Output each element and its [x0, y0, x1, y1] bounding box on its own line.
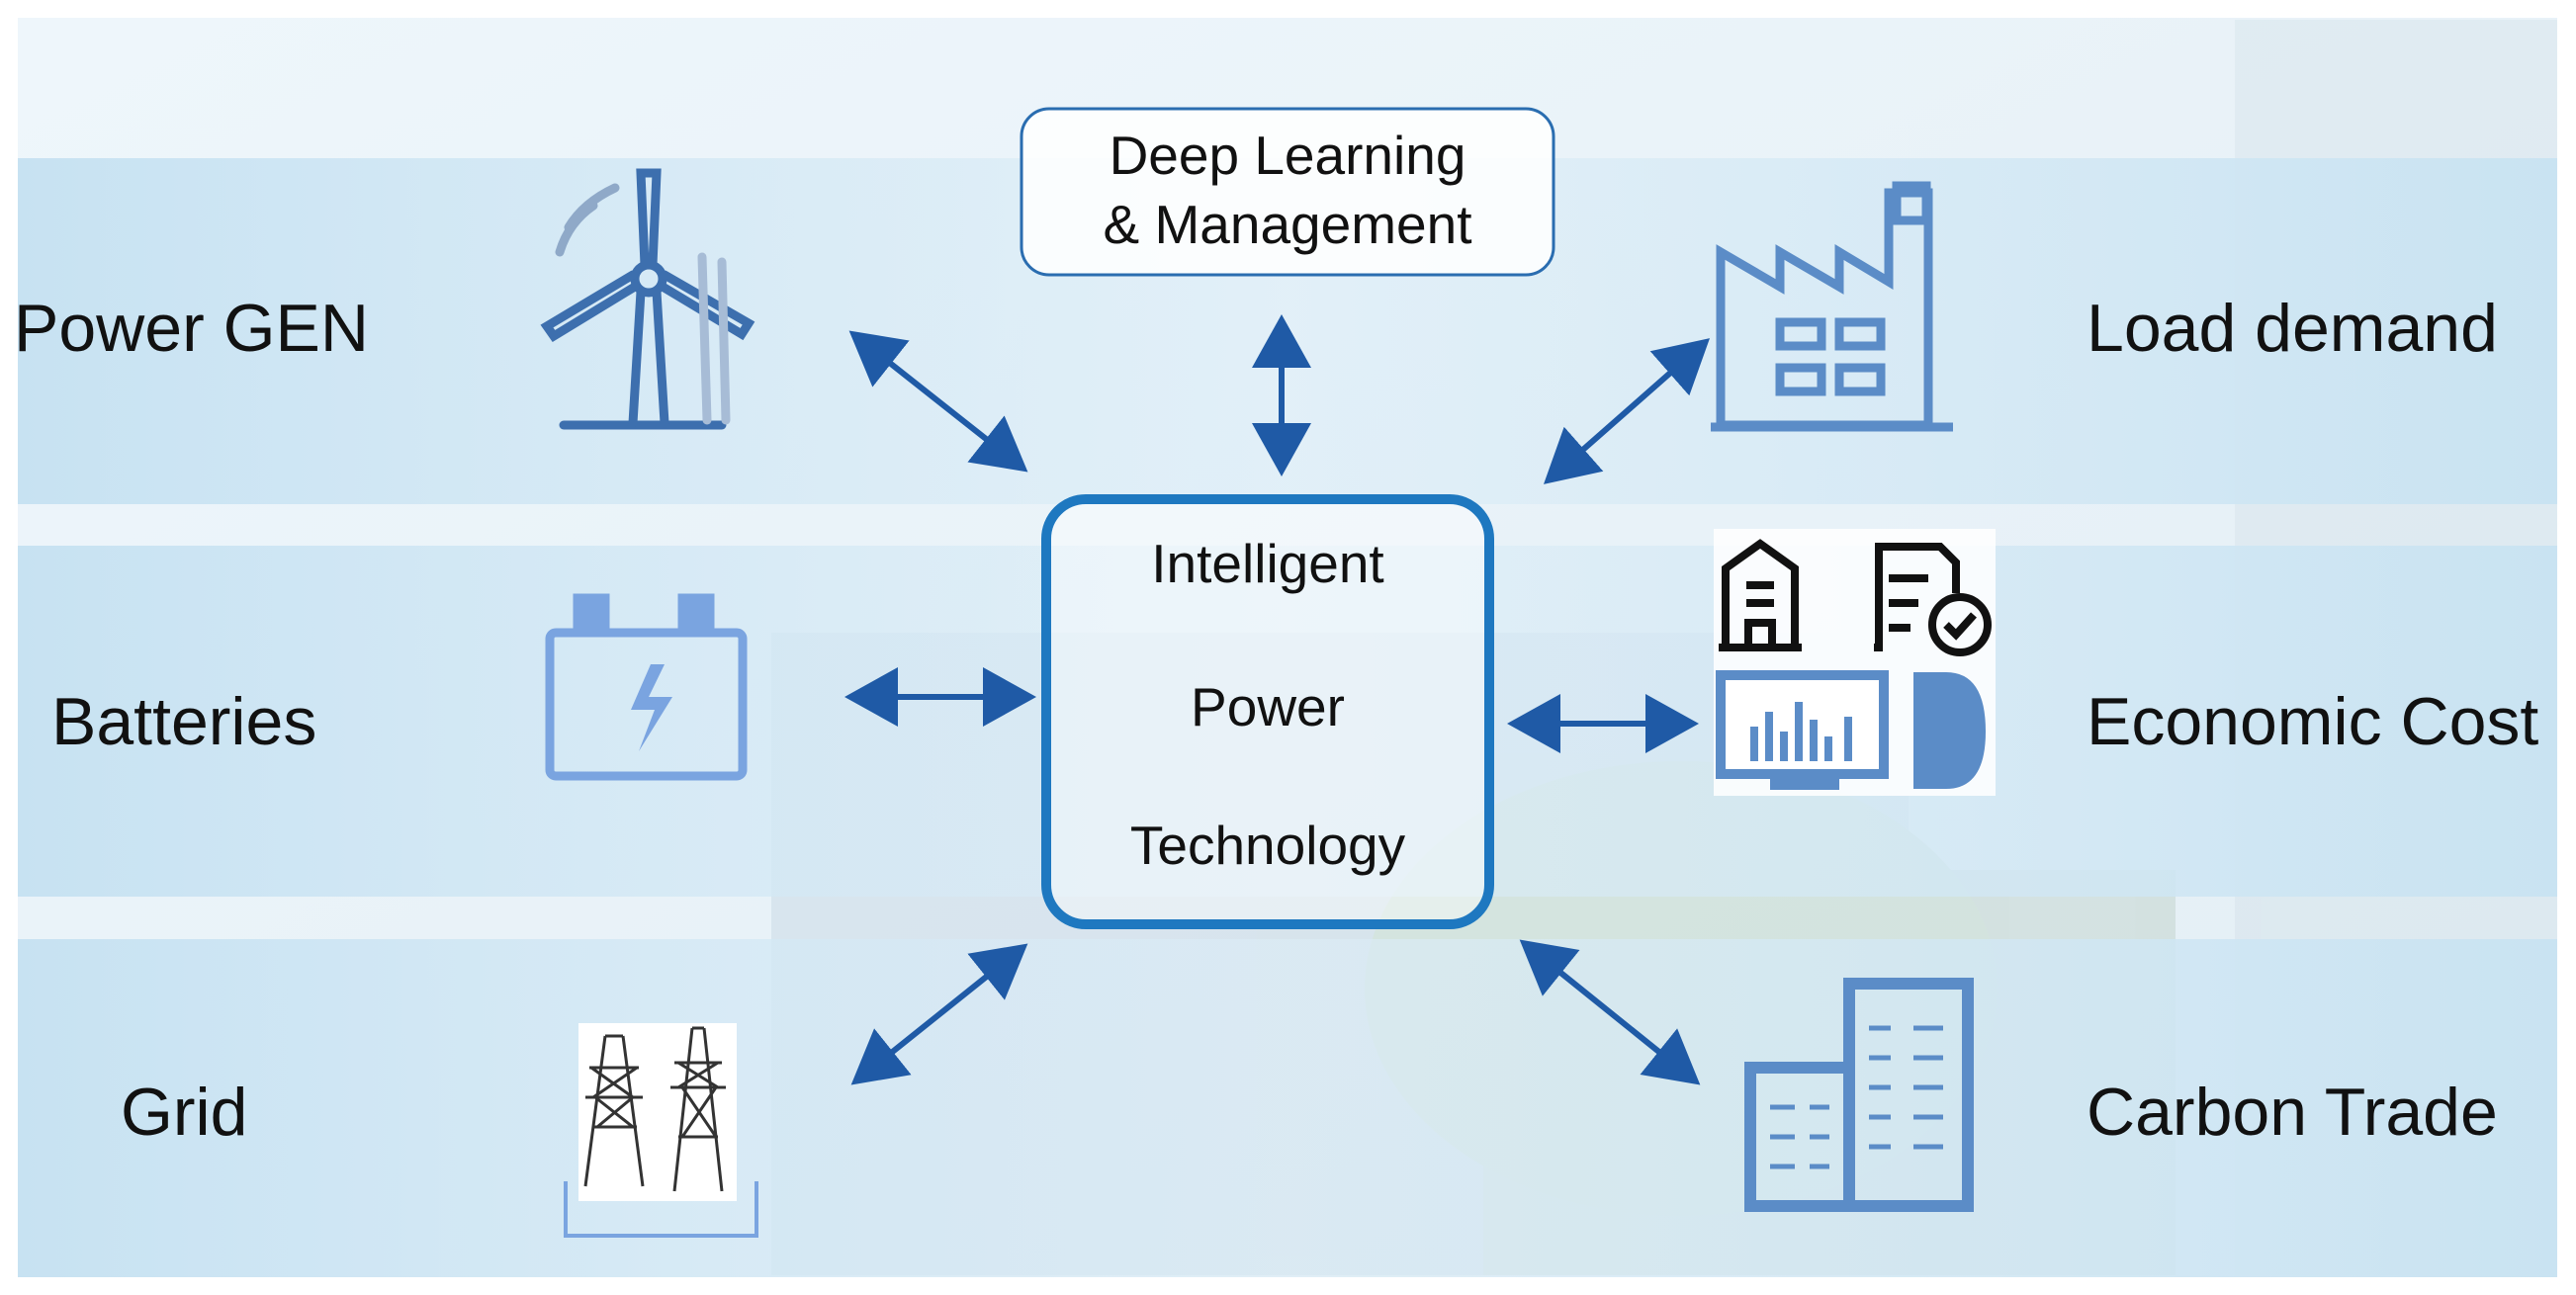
label-carbon-trade: Carbon Trade	[2087, 1075, 2498, 1150]
office-building-icon	[1744, 978, 1974, 1212]
wind-turbine-icon	[540, 168, 755, 430]
top-box-text: Deep Learning & Management	[1022, 121, 1554, 259]
transmission-tower-icon	[564, 1023, 758, 1238]
arrow-grid	[850, 943, 1028, 1085]
battery-icon	[545, 593, 748, 781]
band-bottom	[18, 939, 2557, 1277]
top-box	[1020, 107, 1555, 277]
center-box-line1: Intelligent	[1151, 533, 1384, 594]
arrow-carbon-trade	[1519, 939, 1701, 1085]
center-box-line3: Technology	[1129, 815, 1406, 876]
label-economic-cost: Economic Cost	[2087, 684, 2539, 759]
label-load-demand: Load demand	[2087, 291, 2498, 366]
center-box	[1041, 494, 1494, 929]
label-batteries: Batteries	[51, 684, 317, 759]
economic-cost-icon	[1714, 529, 1996, 796]
arrow-power-gen	[848, 330, 1028, 473]
band-middle	[18, 546, 2557, 897]
top-box-line2: & Management	[1103, 194, 1472, 255]
arrow-load-demand	[1543, 338, 1711, 484]
factory-icon	[1711, 181, 1953, 432]
top-box-line1: Deep Learning	[1109, 125, 1466, 186]
center-box-line2: Power	[1191, 676, 1345, 737]
label-power-gen: Power GEN	[14, 291, 369, 366]
label-grid: Grid	[121, 1075, 248, 1150]
